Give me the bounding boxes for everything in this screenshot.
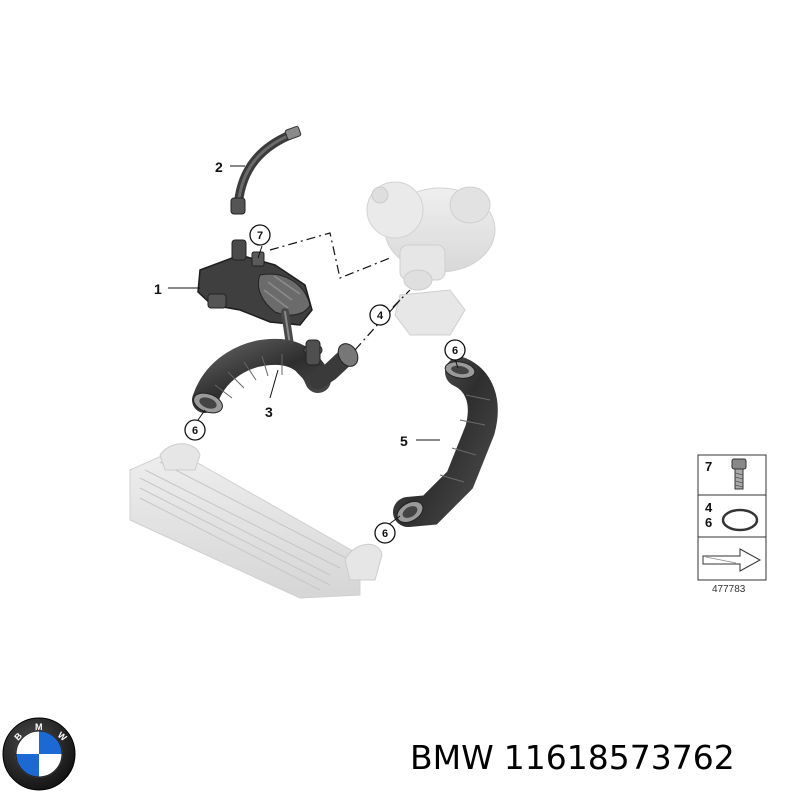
callout-1: 1: [154, 281, 162, 297]
parts-legend: 7 4 6 477783: [697, 454, 767, 595]
svg-text:6: 6: [452, 345, 458, 357]
logo-letter-m: M: [35, 722, 43, 732]
vent-hose-part-2: [230, 125, 302, 215]
callout-5: 5: [400, 433, 408, 449]
turbocharger-ghost: [366, 181, 496, 336]
leader-dashes: [269, 232, 411, 351]
svg-text:7: 7: [257, 230, 263, 242]
callout-4-circle: 4: [369, 304, 391, 326]
callout-6a-circle: 6: [444, 339, 466, 361]
arrow-icon: [702, 548, 762, 572]
legend-bolt-number: 7: [705, 459, 712, 474]
svg-text:6: 6: [382, 528, 388, 540]
svg-text:6: 6: [192, 425, 198, 437]
legend-ring-number-a: 4: [705, 500, 713, 515]
bolt-icon: [731, 458, 747, 490]
callout-6c-circle: 6: [374, 522, 396, 544]
legend-ring-number-b: 6: [705, 515, 712, 530]
part-number: 11618573762: [503, 738, 735, 777]
intercooler-ghost: [129, 443, 383, 599]
charge-pipe-part-5: [393, 357, 498, 527]
callout-3: 3: [265, 404, 273, 420]
callout-2: 2: [215, 159, 223, 175]
brand-name: BMW: [410, 738, 494, 777]
brand-logo: B M W: [2, 717, 76, 791]
legend-catalog-number: 477783: [712, 584, 746, 595]
callout-7-circle: 7: [249, 224, 271, 246]
callout-6b-circle: 6: [184, 419, 206, 441]
svg-text:4: 4: [377, 310, 384, 322]
charge-pipe-part-3: [192, 338, 359, 414]
o-ring-icon: [721, 508, 759, 532]
